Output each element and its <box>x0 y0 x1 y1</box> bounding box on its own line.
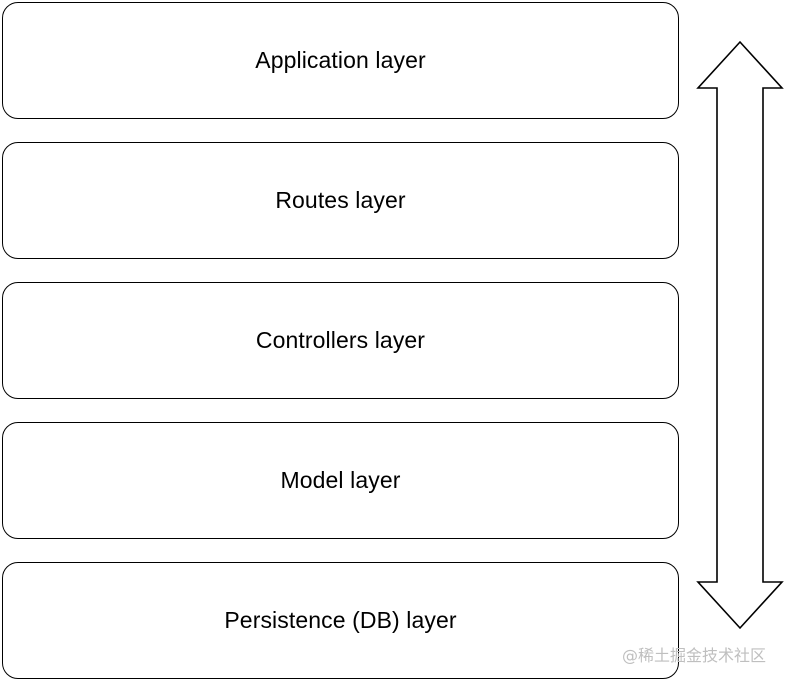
layer-label-persistence: Persistence (DB) layer <box>224 607 457 633</box>
layer-box-persistence: Persistence (DB) layer <box>2 562 679 679</box>
layer-label-application: Application layer <box>255 47 426 73</box>
layer-label-model: Model layer <box>280 467 401 493</box>
layer-box-routes: Routes layer <box>2 142 679 259</box>
watermark: @稀土掘金技术社区 <box>621 646 766 665</box>
layer-box-controllers: Controllers layer <box>2 282 679 399</box>
layer-label-controllers: Controllers layer <box>255 327 426 353</box>
double-headed-arrow-icon <box>696 40 784 630</box>
layer-box-application: Application layer <box>2 2 679 119</box>
layer-label-routes: Routes layer <box>275 187 406 213</box>
layer-box-model: Model layer <box>2 422 679 539</box>
